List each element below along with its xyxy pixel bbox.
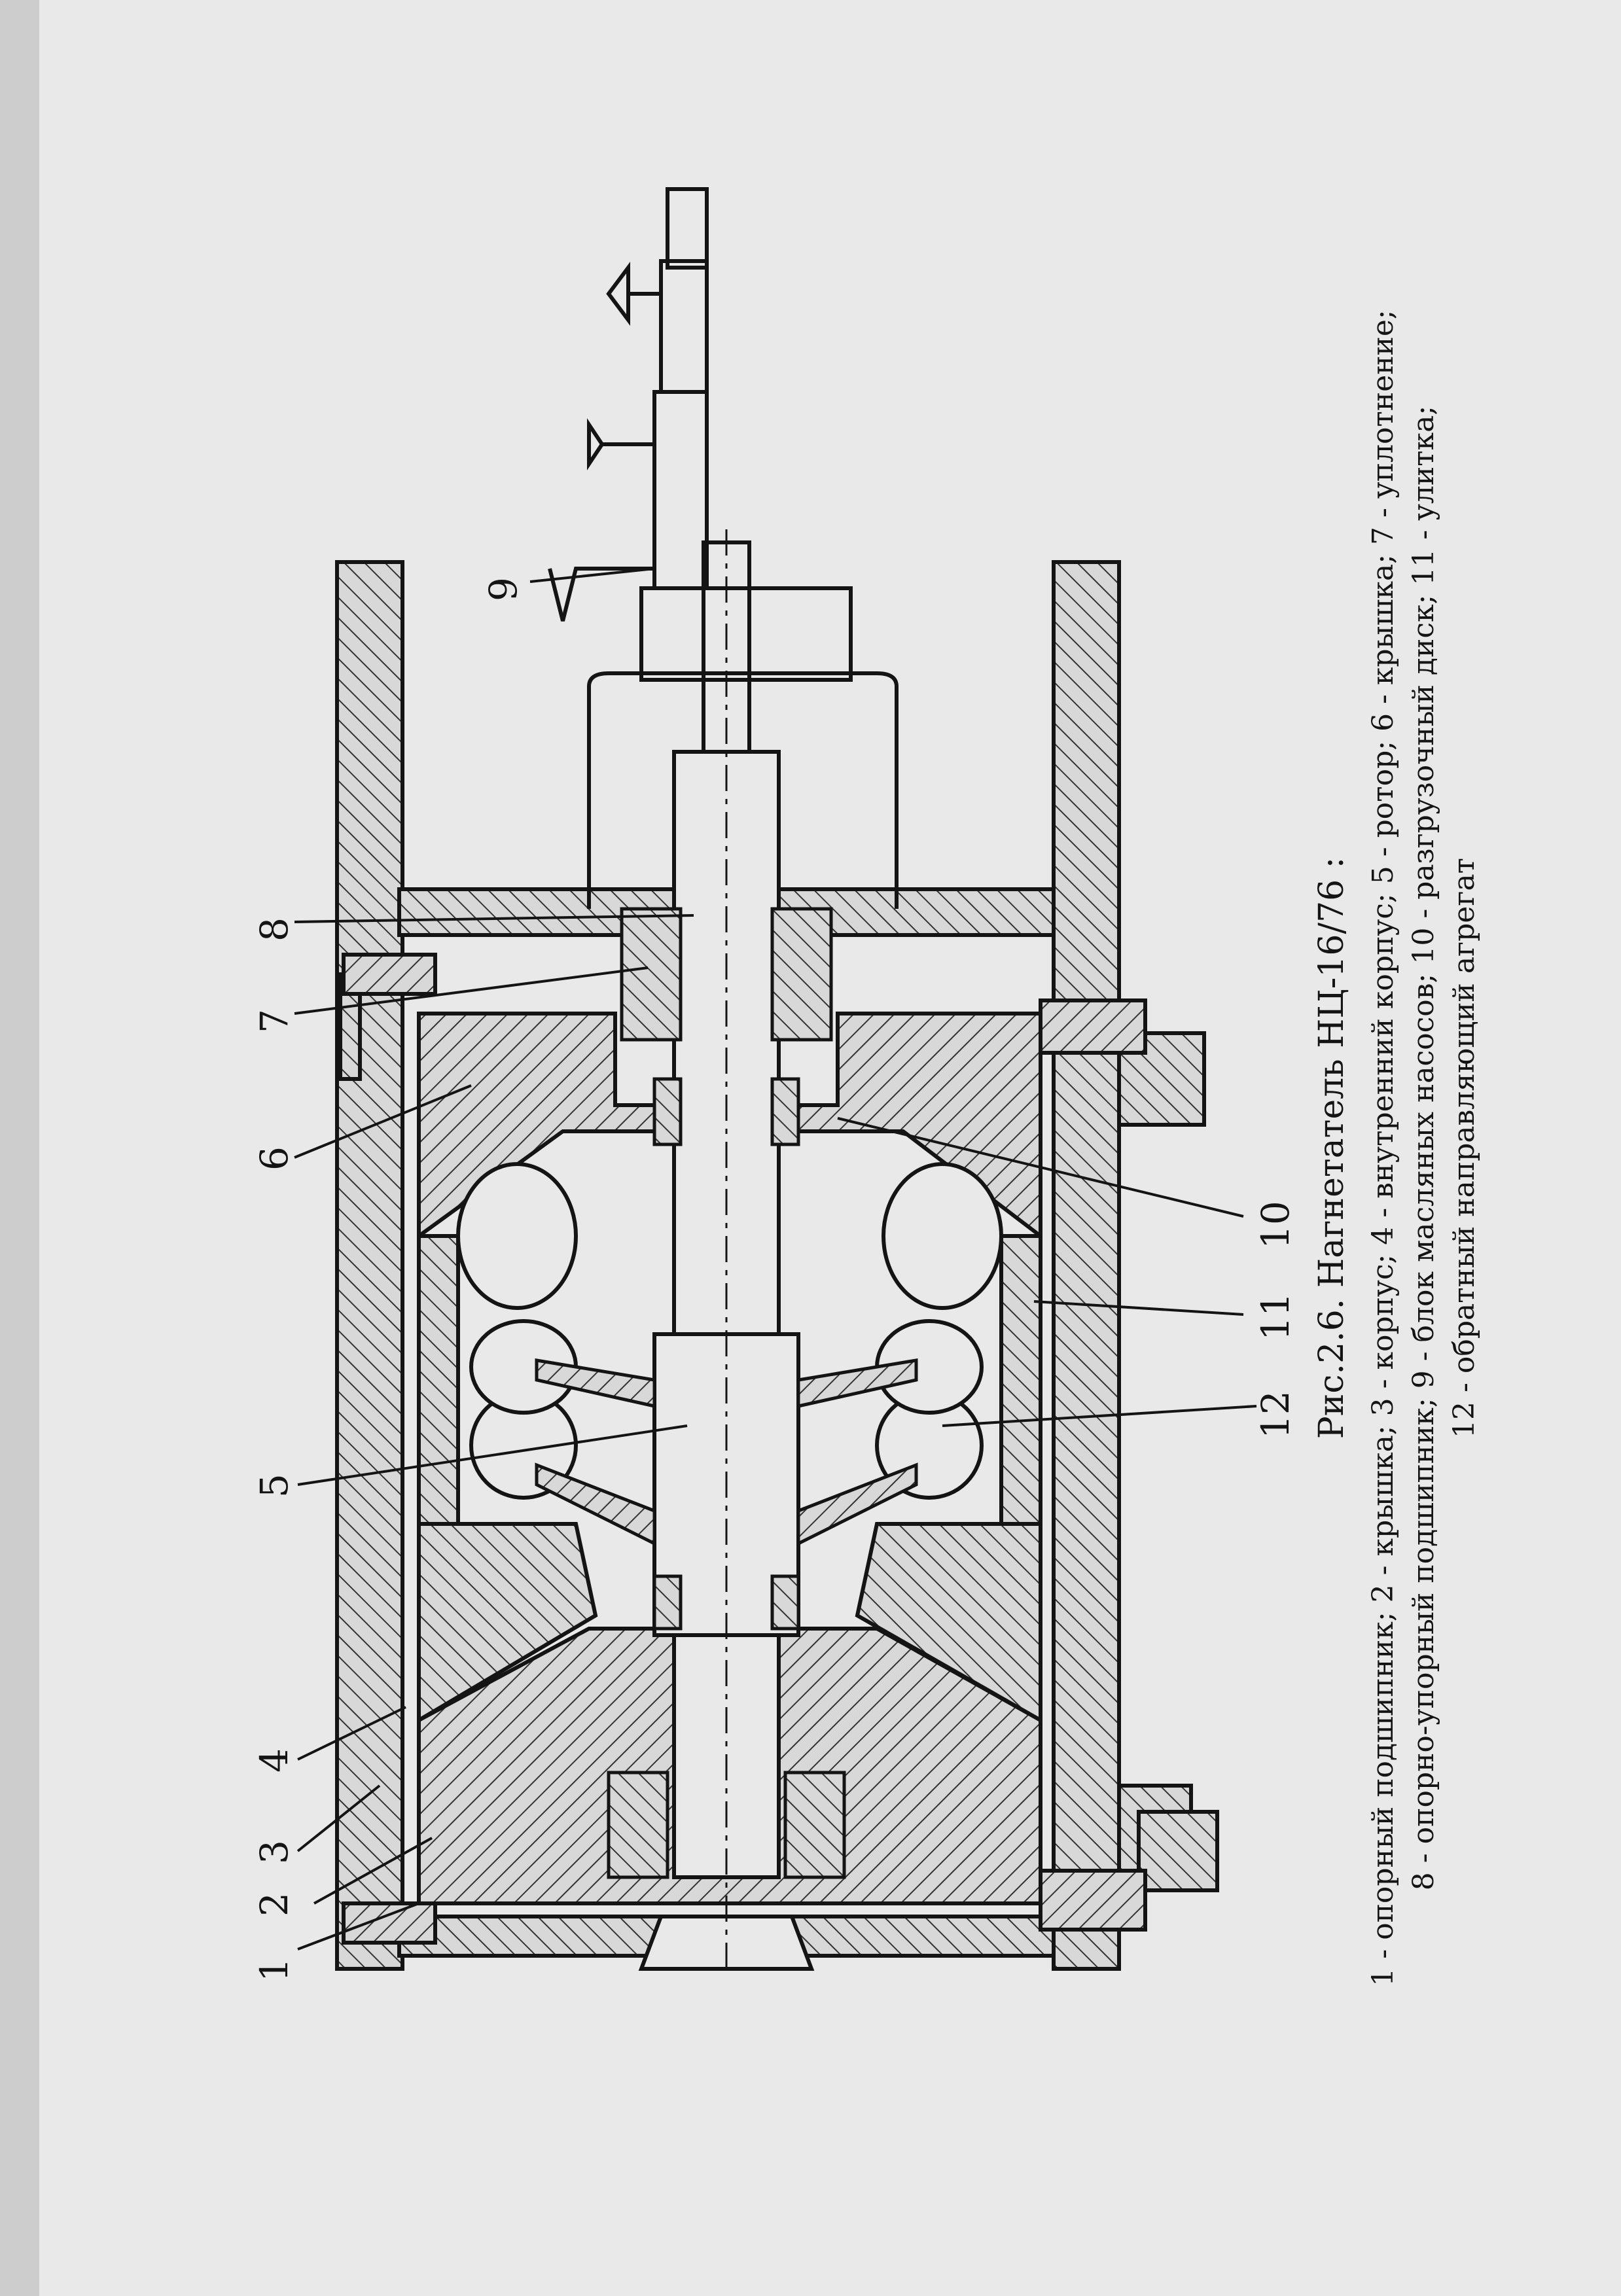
callout-8: 8 bbox=[252, 917, 296, 942]
figure-legend-line-1: 1 - опорный подшипник; 2 - крышка; 3 - к… bbox=[1366, 309, 1400, 1987]
callout-2: 2 bbox=[252, 1892, 296, 1916]
figure-legend-line-3: 12 - обратный направляющий агрегат bbox=[1448, 858, 1481, 1438]
oil-pump-block bbox=[548, 187, 899, 909]
scan-shadow bbox=[0, 0, 39, 2296]
callout-12: 12 bbox=[1253, 1390, 1298, 1439]
rotor-shaft bbox=[638, 529, 815, 1971]
callout-1: 1 bbox=[252, 1958, 296, 1982]
volutes bbox=[456, 1162, 1003, 1500]
callout-11: 11 bbox=[1253, 1292, 1298, 1341]
callout-4: 4 bbox=[252, 1748, 296, 1773]
figure-legend-line-2: 8 - опорно-упорный подшипник; 9 - блок м… bbox=[1407, 405, 1440, 1891]
callout-6: 6 bbox=[252, 1146, 296, 1171]
inner-casing bbox=[417, 1234, 1042, 1724]
supports bbox=[338, 972, 1219, 1892]
impellers bbox=[535, 1358, 918, 1547]
leader-lines bbox=[294, 567, 1257, 1951]
callout-9: 9 bbox=[481, 577, 525, 601]
callout-10: 10 bbox=[1253, 1201, 1298, 1249]
callout-5: 5 bbox=[252, 1474, 296, 1498]
callout-7: 7 bbox=[252, 1009, 296, 1033]
callout-3: 3 bbox=[252, 1840, 296, 1864]
flanges bbox=[342, 953, 1147, 1945]
bearing-housings bbox=[607, 907, 846, 1879]
figure-caption-title: Рис.2.6. Нагнетатель НЦ-16/76 : bbox=[1312, 857, 1351, 1439]
